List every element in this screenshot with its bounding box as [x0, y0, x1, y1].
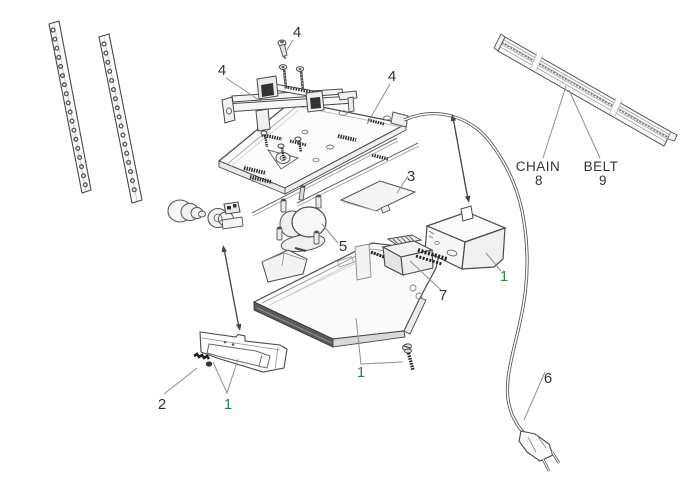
plate-screw-2: [277, 143, 286, 161]
bracket-screw-right: [295, 66, 305, 91]
callout-8: 8: [535, 173, 543, 188]
loose-screw: [277, 39, 288, 60]
callout-3: 3: [407, 168, 415, 185]
callout-1-housing: 1: [357, 364, 365, 381]
lens-screw: [193, 352, 213, 367]
leader-lines: [163, 39, 601, 421]
label-chain: CHAIN: [516, 159, 561, 174]
chain-belt-rail: [493, 33, 678, 147]
header-bracket: [221, 64, 358, 132]
callout-2: 2: [158, 396, 166, 413]
callout-1-lens: 1: [224, 396, 232, 413]
callout-labels: 4 4 4 3 5 7 1 1 1 2 6 CHAIN 8 BELT 9: [158, 24, 619, 413]
hanging-strap-left: [48, 20, 92, 194]
power-plug: [518, 430, 561, 472]
lens-cover: [199, 331, 288, 373]
callout-6: 6: [544, 370, 552, 387]
callout-4-plate: 4: [388, 68, 396, 85]
callout-7: 7: [439, 287, 447, 304]
motor-shaft: [298, 185, 306, 201]
cone-pulley: [167, 199, 206, 223]
callout-1-lamp-cover: 1: [500, 268, 508, 285]
bracket-screw-left: [278, 64, 288, 89]
callout-9: 9: [599, 173, 607, 188]
sprocket-assembly: [207, 201, 244, 230]
bracket-clamp-left: [256, 75, 279, 100]
plate-screw-1: [260, 130, 269, 148]
assembly-arrow-left: [221, 245, 242, 331]
terminal-block: [370, 234, 448, 276]
callout-4-bracket: 4: [218, 62, 226, 79]
wedge-bracket: [261, 249, 308, 283]
callout-4-screw: 4: [293, 24, 301, 41]
callout-5: 5: [339, 238, 347, 255]
chassis-screw: [402, 343, 415, 371]
cover-sheet: [339, 180, 417, 214]
motor-posts: [276, 194, 322, 245]
bracket-clamp-right: [305, 90, 325, 113]
hanging-strap-right: [98, 33, 143, 204]
mounting-plate: [217, 100, 408, 195]
plate-screw-3: [294, 136, 303, 153]
power-cord: [390, 111, 561, 472]
assembly-arrow-right: [450, 114, 471, 203]
lamp-cover-box: [424, 205, 507, 270]
label-belt: BELT: [584, 159, 619, 174]
motor: [276, 185, 327, 252]
